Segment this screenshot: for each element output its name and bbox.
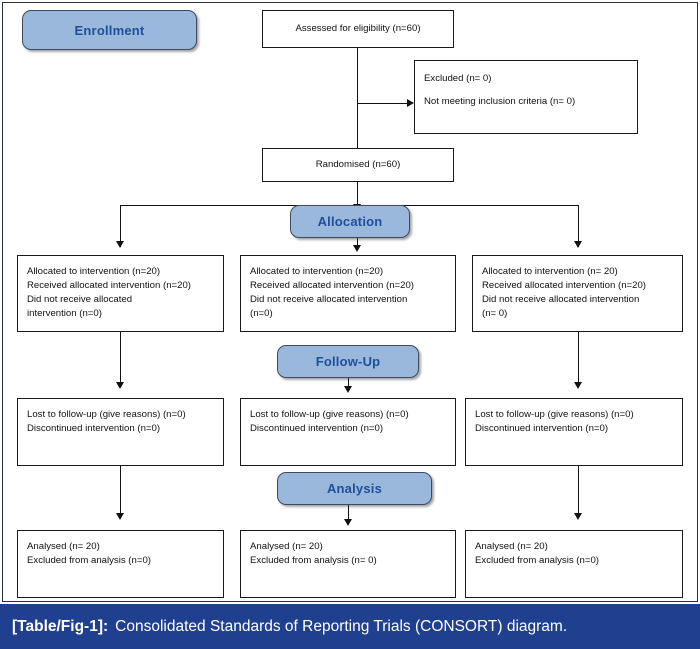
allocation-right-line-2: Received allocated intervention (n=20)	[482, 279, 646, 291]
stage-allocation-label: Allocation	[317, 214, 383, 229]
connector-randomised-down	[357, 182, 358, 211]
stage-enrollment-label: Enrollment	[74, 22, 145, 38]
assessed-text: Assessed for eligibility (n=60)	[295, 23, 421, 35]
box-followup-left: Lost to follow-up (give reasons) (n=0) D…	[17, 398, 224, 466]
connector-left-alloc-to-followup	[120, 332, 121, 385]
allocation-middle-line-3: Did not receive allocated intervention	[250, 293, 408, 305]
analysis-right-line-2: Excluded from analysis (n=0)	[475, 554, 599, 566]
excluded-line-2: Not meeting inclusion criteria (n= 0)	[424, 95, 576, 107]
analysis-right-line-1: Analysed (n= 20)	[475, 541, 548, 552]
allocation-left-line-3: Did not receive allocated	[27, 293, 133, 305]
analysis-left-line-1: Analysed (n= 20)	[27, 541, 100, 552]
arrowhead-left-analysis	[115, 513, 124, 520]
arrowhead-right-analysis	[573, 513, 582, 520]
box-allocation-middle: Allocated to intervention (n=20) Receive…	[240, 255, 456, 332]
box-allocation-left: Allocated to intervention (n=20) Receive…	[17, 255, 224, 332]
stage-allocation: Allocation	[290, 205, 410, 238]
box-analysis-middle: Analysed (n= 20) Excluded from analysis …	[240, 530, 456, 598]
arrowhead-middle-allocation	[352, 245, 361, 252]
spacer	[424, 86, 628, 95]
stage-enrollment: Enrollment	[22, 10, 197, 50]
excluded-line-1: Excluded (n= 0)	[424, 73, 492, 84]
box-randomised: Randomised (n=60)	[262, 148, 454, 182]
box-analysis-left: Analysed (n= 20) Excluded from analysis …	[17, 530, 224, 598]
stage-analysis-label: Analysis	[326, 481, 383, 496]
randomised-text: Randomised (n=60)	[315, 159, 401, 171]
followup-left-line-1: Lost to follow-up (give reasons) (n=0)	[27, 409, 186, 420]
connector-bus-left-drop	[120, 205, 121, 247]
connector-left-followup-to-analysis	[120, 466, 121, 516]
stage-followup: Follow-Up	[277, 345, 419, 378]
analysis-middle-line-2: Excluded from analysis (n= 0)	[250, 554, 377, 566]
analysis-middle-line-1: Analysed (n= 20)	[250, 541, 323, 552]
allocation-middle-line-1: Allocated to intervention (n=20)	[250, 266, 384, 277]
arrowhead-right-allocation	[573, 241, 582, 248]
arrowhead-middle-analysis	[343, 519, 352, 526]
connector-to-excluded	[357, 103, 409, 104]
followup-middle-line-1: Lost to follow-up (give reasons) (n=0)	[250, 409, 409, 420]
allocation-right-line-3: Did not receive allocated intervention	[482, 293, 640, 305]
arrowhead-left-allocation	[115, 241, 124, 248]
connector-bus-middle-drop	[357, 238, 358, 250]
box-excluded: Excluded (n= 0) Not meeting inclusion cr…	[414, 60, 638, 134]
box-assessed-for-eligibility: Assessed for eligibility (n=60)	[262, 10, 454, 48]
followup-left-line-2: Discontinued intervention (n=0)	[27, 422, 161, 434]
allocation-middle-line-2: Received allocated intervention (n=20)	[250, 279, 414, 291]
connector-right-followup-to-analysis	[578, 466, 579, 516]
followup-middle-line-2: Discontinued intervention (n=0)	[250, 422, 384, 434]
allocation-left-line-4: intervention (n=0)	[27, 307, 102, 319]
allocation-middle-line-4: (n=0)	[250, 307, 273, 319]
stage-followup-label: Follow-Up	[315, 354, 381, 369]
box-analysis-right: Analysed (n= 20) Excluded from analysis …	[465, 530, 683, 598]
analysis-left-line-2: Excluded from analysis (n=0)	[27, 554, 151, 566]
box-allocation-right: Allocated to intervention (n= 20) Receiv…	[472, 255, 683, 332]
allocation-right-line-1: Allocated to intervention (n= 20)	[482, 266, 618, 277]
allocation-right-line-4: (n= 0)	[482, 307, 508, 319]
arrowhead-right-followup	[573, 382, 582, 389]
followup-right-line-2: Discontinued intervention (n=0)	[475, 422, 609, 434]
connector-middle-followup-to-analysis	[348, 505, 349, 522]
box-followup-middle: Lost to follow-up (give reasons) (n=0) D…	[240, 398, 456, 466]
box-followup-right: Lost to follow-up (give reasons) (n=0) D…	[465, 398, 683, 466]
allocation-left-line-2: Received allocated intervention (n=20)	[27, 279, 191, 291]
connector-middle-alloc-to-followup	[348, 378, 349, 390]
connector-assessed-to-randomised	[357, 48, 358, 148]
connector-bus-right-drop	[578, 205, 579, 247]
stage-analysis: Analysis	[277, 472, 432, 505]
caption-label: [Table/Fig-1]:	[12, 617, 109, 635]
arrowhead-middle-followup	[343, 386, 352, 393]
arrowhead-left-followup	[115, 382, 124, 389]
caption-text: Consolidated Standards of Reporting Tria…	[115, 617, 568, 635]
figure-caption-bar: [Table/Fig-1]: Consolidated Standards of…	[0, 604, 700, 649]
arrowhead-to-excluded	[407, 99, 414, 107]
followup-right-line-1: Lost to follow-up (give reasons) (n=0)	[475, 409, 634, 420]
allocation-left-line-1: Allocated to intervention (n=20)	[27, 266, 161, 277]
connector-right-alloc-to-followup	[578, 332, 579, 385]
